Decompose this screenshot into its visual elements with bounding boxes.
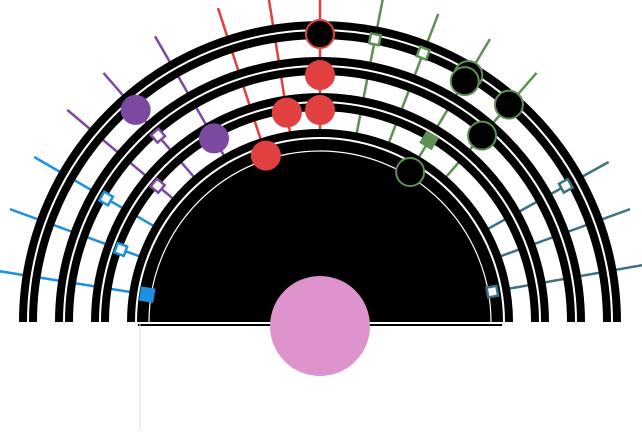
square-marker-green — [415, 45, 432, 62]
circle-marker-red — [305, 60, 335, 90]
circle-marker-green — [395, 156, 426, 187]
square-marker-blue — [112, 241, 129, 258]
markers-group — [97, 19, 575, 303]
square-marker-blue — [138, 286, 156, 303]
ring-hairline — [135, 137, 505, 323]
circle-marker-green — [493, 89, 524, 120]
square-marker-teal — [557, 177, 575, 195]
circle-marker-purple — [120, 94, 151, 125]
circle-marker-red — [271, 97, 302, 128]
circle-marker-green — [449, 66, 480, 97]
square-marker-green — [367, 31, 383, 47]
circle-marker-red — [250, 140, 281, 171]
circle-marker-red — [305, 19, 335, 49]
inner-half-disc — [142, 144, 498, 322]
core-group — [138, 144, 502, 430]
square-marker-purple — [148, 176, 167, 195]
circle-marker-red — [305, 95, 335, 125]
square-marker-purple — [149, 126, 167, 145]
center-disc — [270, 276, 370, 376]
square-marker-teal — [485, 284, 500, 299]
circle-marker-purple — [199, 123, 229, 154]
square-marker-blue — [97, 189, 115, 208]
inner-outline — [148, 150, 492, 323]
square-marker-green — [419, 130, 440, 151]
circle-marker-green — [467, 120, 498, 151]
